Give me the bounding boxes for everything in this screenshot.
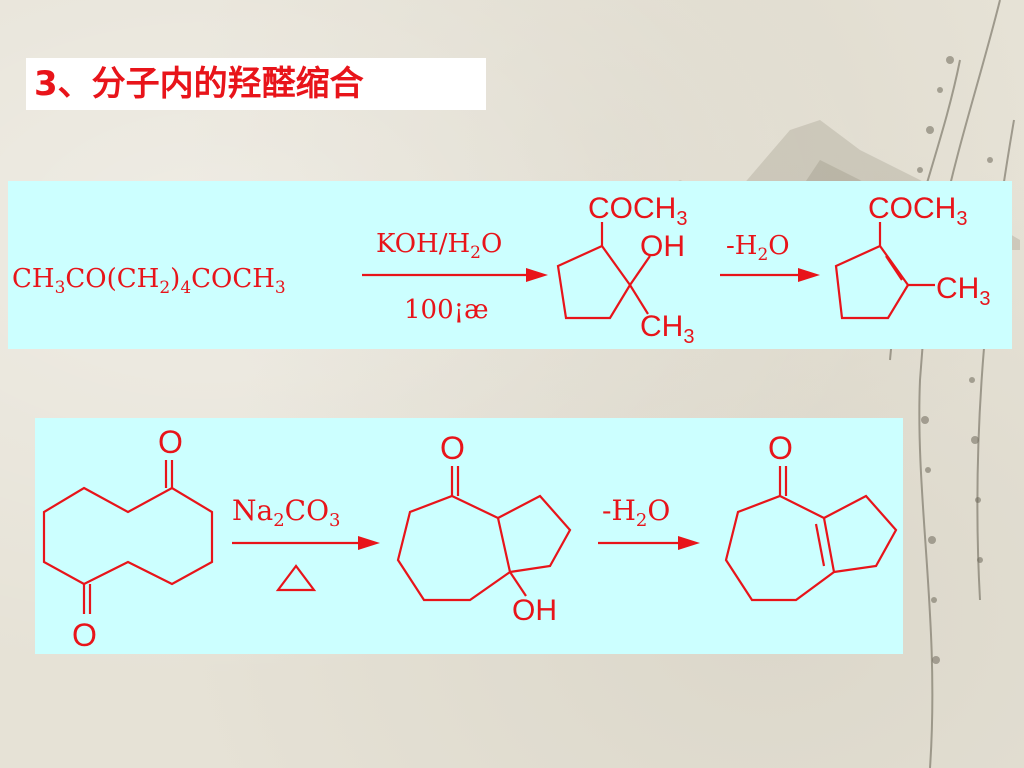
reaction1-intermediate-coch3: COCH3 (588, 192, 687, 230)
reaction2-reactant-o-bottom: O (72, 617, 97, 653)
reaction1-arrow2-head (798, 268, 820, 282)
reaction1-panel (8, 181, 1012, 349)
reaction2-step2-label: -H2O (602, 494, 670, 531)
reaction2-panel (35, 418, 903, 654)
reaction1-product-coch3: COCH3 (868, 192, 967, 230)
reaction2-reagent-top: Na2CO3 (232, 494, 341, 531)
reaction2-product-5ring (823, 494, 898, 574)
reaction2-intermediate-5ring (497, 494, 572, 574)
reaction1-product-ch3: CH3 (936, 272, 990, 310)
reaction1-reagent-bottom: 100¡æ (404, 295, 489, 325)
reaction2-intermediate-7ring (396, 494, 512, 602)
reaction1-intermediate-ring (556, 244, 632, 320)
reaction2-intermediate-oh: OH (512, 594, 557, 627)
reaction2-reactant-ring (42, 486, 214, 586)
reaction1-intermediate-oh: OH (640, 230, 685, 263)
reaction1-intermediate-ch3: CH3 (640, 310, 694, 348)
reaction1-product-ring (834, 244, 910, 320)
reaction1-step2-label: -H2O (726, 231, 790, 265)
title-box: 3、分子内的羟醛缩合 (26, 58, 486, 110)
reaction2-product-7ring (724, 494, 836, 602)
slide-title: 3、分子内的羟醛缩合 (34, 64, 364, 104)
reaction2-arrow2-head (678, 536, 700, 550)
reaction2-arrow1-head (358, 536, 380, 550)
reaction1-reactant: CH3CO(CH2)4COCH3 (12, 264, 286, 298)
reaction1-reagent-top: KOH/H2O (376, 229, 502, 263)
reaction2-product-o: O (768, 430, 793, 466)
heat-triangle-icon (275, 564, 317, 592)
reaction1-arrow1-head (526, 268, 548, 282)
reaction2-reactant-o-top: O (158, 424, 183, 460)
reaction2-intermediate-o: O (440, 430, 465, 466)
